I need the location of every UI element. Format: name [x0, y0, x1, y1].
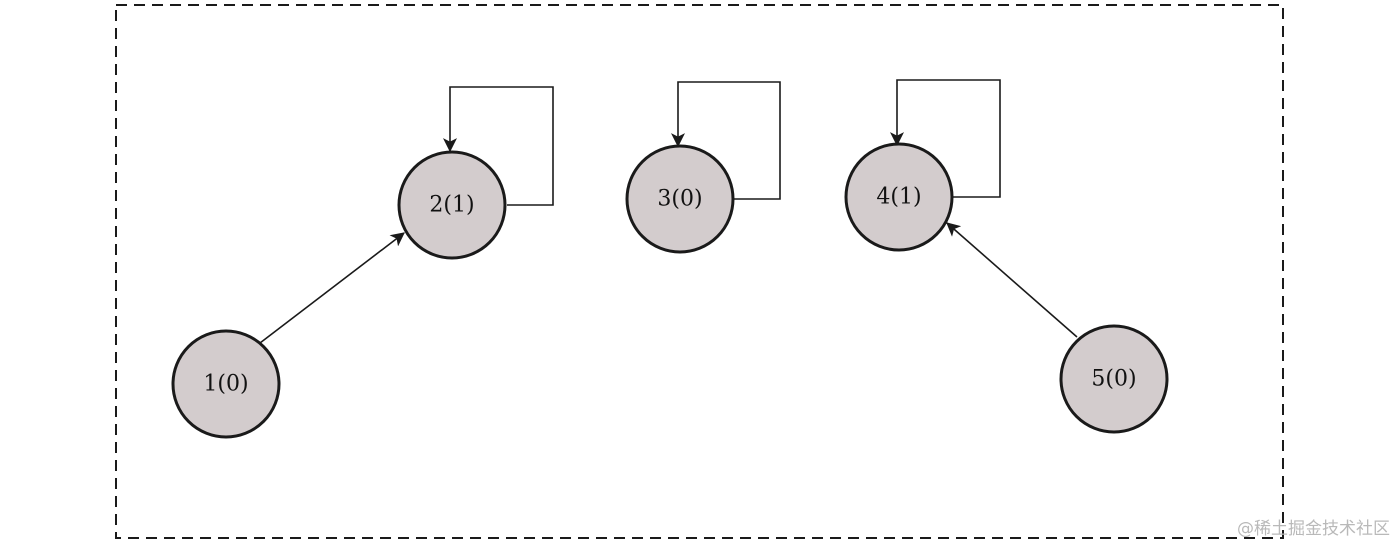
- node-circle: [397, 150, 507, 260]
- graph-node-3: 3(0): [625, 144, 735, 254]
- graph-node-1: 1(0): [171, 329, 281, 439]
- self-loop-node-3: [671, 81, 781, 200]
- node-circle: [1059, 324, 1169, 434]
- edge-5-to-4: [946, 222, 1078, 338]
- self-loop-node-4: [890, 79, 1001, 198]
- node-label: 2(1): [429, 193, 474, 218]
- watermark-text: @稀土掘金技术社区: [1237, 519, 1390, 539]
- node-label: 1(0): [203, 372, 248, 397]
- node-label: 3(0): [657, 187, 702, 212]
- graph-node-5: 5(0): [1059, 324, 1169, 434]
- graph-node-2: 2(1): [397, 150, 507, 260]
- graph-node-4: 4(1): [844, 142, 954, 252]
- node-label: 5(0): [1091, 367, 1136, 392]
- self-loop-node-2: [443, 86, 554, 206]
- node-circle: [171, 329, 281, 439]
- edge-1-to-2: [259, 232, 405, 344]
- dashed-boundary-frame: [115, 4, 1284, 539]
- node-label: 4(1): [876, 185, 921, 210]
- node-circle: [625, 144, 735, 254]
- node-circle: [844, 142, 954, 252]
